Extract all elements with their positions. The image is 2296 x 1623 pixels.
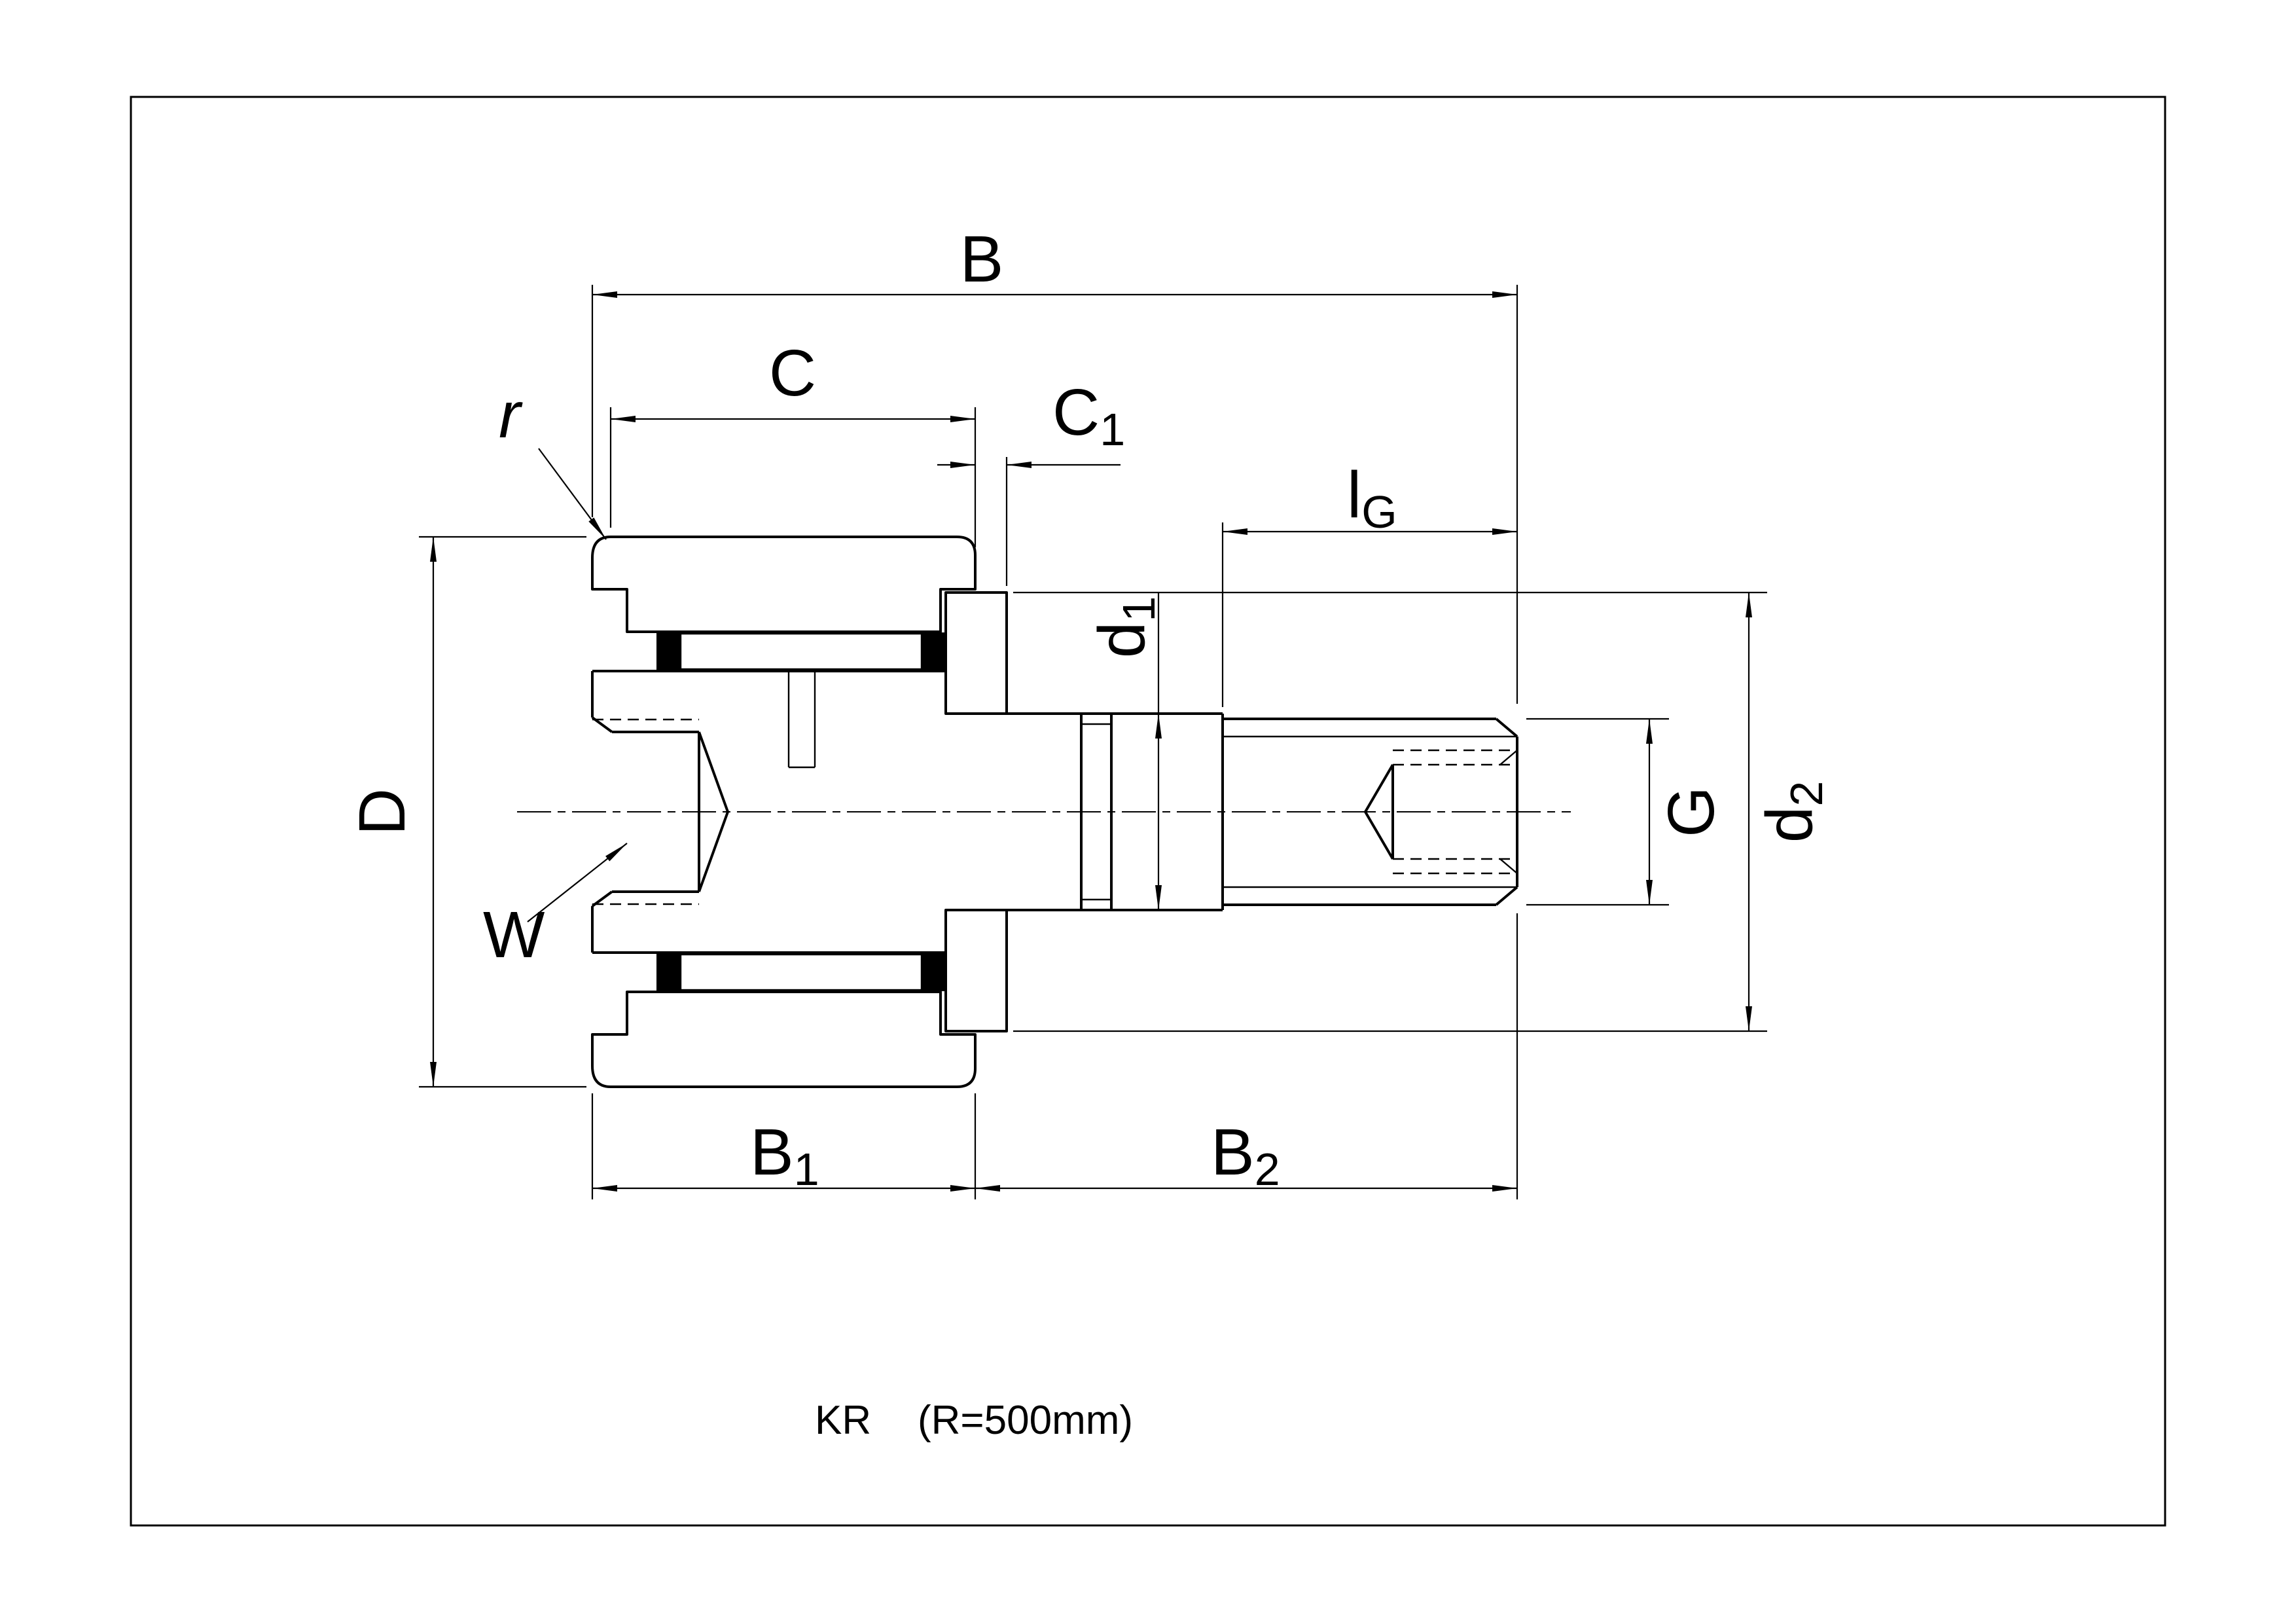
dim-G: G bbox=[1526, 718, 1728, 906]
seal-top-left bbox=[656, 632, 681, 670]
drawing-border bbox=[130, 96, 2166, 1527]
flange-top-section bbox=[944, 591, 1008, 715]
dim-C1: C1 bbox=[937, 376, 1125, 586]
dim-lG: lG bbox=[1221, 458, 1517, 707]
dim-label-d2: d2 bbox=[1753, 781, 1832, 843]
needle-rollers bbox=[656, 632, 946, 991]
thread-root bbox=[1223, 735, 1517, 888]
leader-r: r bbox=[499, 378, 607, 540]
dim-B2: B2 bbox=[975, 913, 1518, 1199]
thread bbox=[1221, 714, 1518, 910]
dim-label-G: G bbox=[1655, 786, 1728, 837]
needle-row-bottom bbox=[679, 953, 923, 991]
dim-D: D bbox=[346, 536, 586, 1088]
dim-label-d1: d1 bbox=[1085, 596, 1164, 659]
seal-bottom-right bbox=[922, 953, 946, 991]
socket-left-flats bbox=[612, 731, 699, 893]
dim-label-B1: B1 bbox=[750, 1116, 819, 1195]
seal-top-right bbox=[922, 632, 946, 670]
socket-right-mouth-chamfer bbox=[1499, 750, 1518, 874]
dim-label-B2: B2 bbox=[1211, 1116, 1280, 1195]
dim-d1: d1 bbox=[1085, 593, 1164, 910]
outer-ring bbox=[591, 536, 977, 1088]
dim-label-B: B bbox=[960, 223, 1004, 296]
dim-label-lG: lG bbox=[1347, 458, 1397, 538]
dim-label-W: W bbox=[483, 898, 545, 972]
dim-B: B bbox=[591, 223, 1518, 704]
caption: KR (R=500mm) bbox=[815, 1398, 1133, 1443]
dim-label-r: r bbox=[499, 378, 523, 452]
socket-right-flats-hidden bbox=[1393, 763, 1517, 860]
hex-socket-right bbox=[1364, 749, 1518, 875]
dimensions: B C C1 lG d1 bbox=[346, 223, 1832, 1199]
stud-d1-cylinder bbox=[1007, 712, 1223, 911]
socket-right-cone bbox=[1364, 763, 1394, 860]
socket-left-hex-corners-hidden bbox=[592, 718, 699, 905]
outer-ring-bottom-section bbox=[591, 991, 977, 1088]
socket-right-hex-corners-hidden bbox=[1393, 749, 1517, 875]
relief-groove-walls bbox=[1080, 714, 1113, 910]
dim-label-C1: C1 bbox=[1052, 376, 1125, 455]
seal-bottom-left bbox=[656, 953, 681, 991]
socket-left-cone bbox=[698, 731, 729, 892]
caption-note: (R=500mm) bbox=[918, 1398, 1133, 1443]
dim-label-C: C bbox=[769, 337, 816, 410]
thread-od bbox=[1223, 718, 1496, 906]
outer-ring-top-section bbox=[591, 536, 977, 633]
dim-B1: B1 bbox=[591, 1093, 977, 1199]
hex-socket-left bbox=[591, 716, 729, 907]
leader-W: W bbox=[483, 843, 628, 972]
flange-bottom-section bbox=[944, 909, 1008, 1032]
stud bbox=[591, 670, 1223, 954]
needle-row-top bbox=[679, 632, 923, 670]
grease-hole bbox=[787, 671, 816, 769]
dim-d2: d2 bbox=[1013, 591, 1832, 1032]
caption-model: KR bbox=[815, 1398, 871, 1443]
stud-raceway bbox=[592, 670, 946, 954]
thread-end-chamfer bbox=[1495, 718, 1518, 906]
relief-groove-bottom bbox=[1081, 723, 1111, 901]
dim-label-D: D bbox=[346, 788, 419, 835]
dim-C: C bbox=[609, 337, 977, 547]
